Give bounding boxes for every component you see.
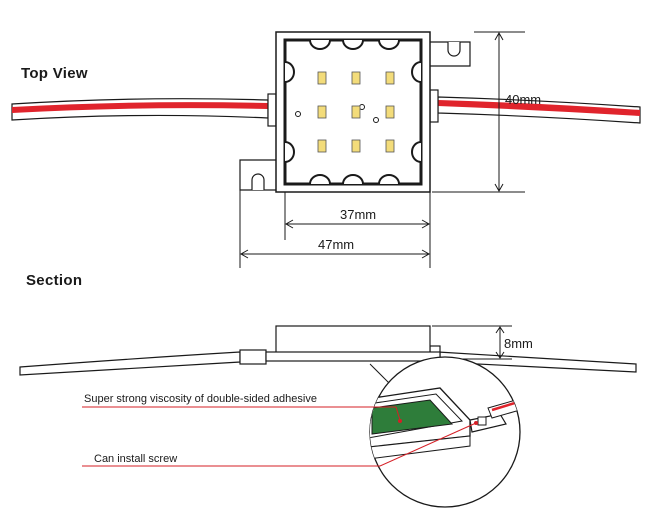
inner-width-dimension [284, 192, 431, 240]
led-array [317, 71, 395, 153]
outer-width-dimension [239, 190, 431, 268]
outer-width-label: 47mm [318, 237, 354, 252]
screw-callout-label: Can install screw [94, 453, 177, 465]
led [385, 105, 395, 119]
height-dimension-label: 40mm [505, 92, 541, 107]
left-wire [11, 93, 277, 127]
led [351, 71, 361, 85]
thickness-label: 8mm [504, 336, 533, 351]
adhesive-callout-label: Super strong viscosity of double-sided a… [84, 393, 317, 405]
led [317, 71, 327, 85]
led [351, 139, 361, 153]
section-heading: Section [26, 272, 82, 289]
mounting-tab-top [430, 41, 471, 67]
led [385, 139, 395, 153]
mounting-tab-bottom [239, 159, 276, 191]
screw-callout [82, 421, 478, 467]
led [317, 139, 327, 153]
detail-circle [369, 356, 521, 508]
led [317, 105, 327, 119]
height-dimension [432, 31, 525, 193]
section-module [19, 325, 637, 376]
led [385, 71, 395, 85]
top-view-heading: Top View [21, 65, 88, 82]
inner-width-label: 37mm [340, 207, 376, 222]
led [351, 105, 361, 119]
adhesive-callout [82, 406, 402, 423]
right-wire [429, 89, 641, 124]
